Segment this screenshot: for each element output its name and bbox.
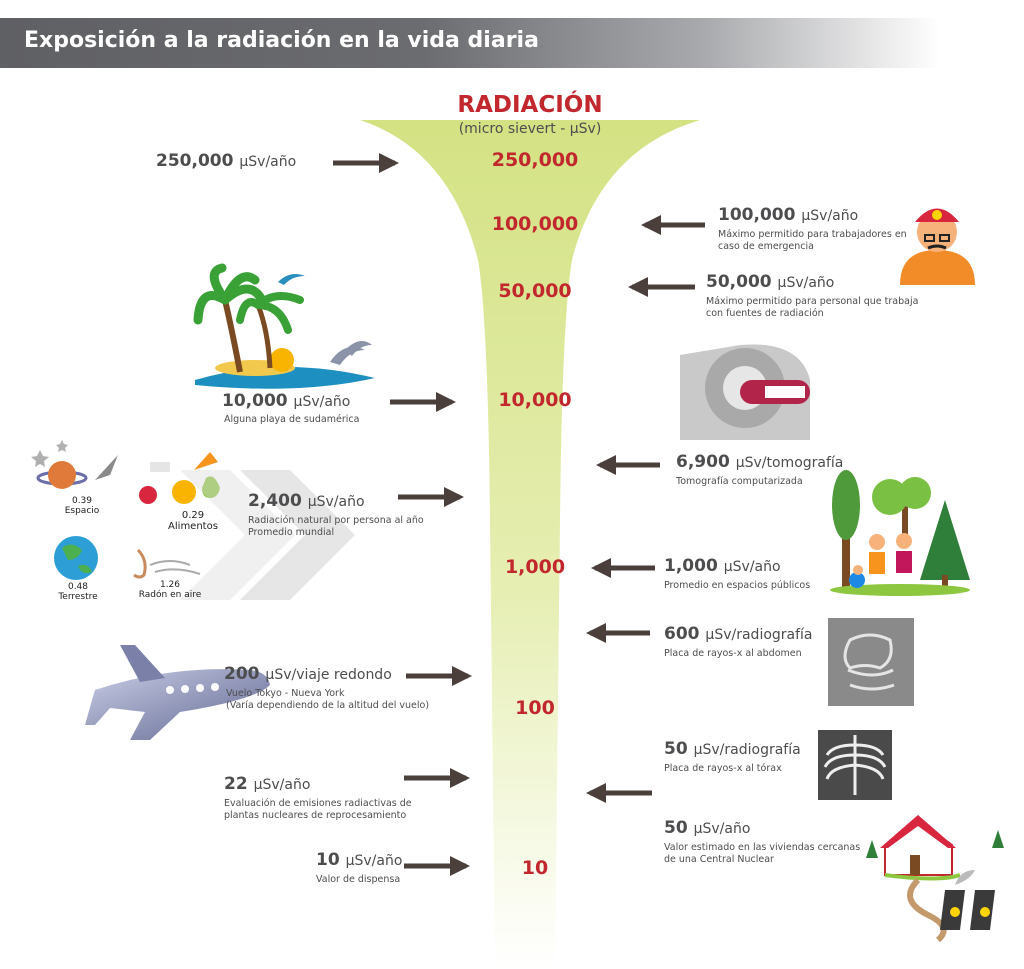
item-50-xray-desc: Placa de rayos-x al tórax [664, 763, 782, 774]
scale-heading: RADIACIÓN [457, 92, 603, 118]
item-6900-desc: Tomografía computarizada [676, 476, 803, 487]
item-50000-desc: Máximo permitido para personal que traba… [706, 296, 919, 319]
item-50-nuclear: 50 μSv/año [664, 818, 751, 838]
item-250000: 250,000 μSv/año [156, 151, 297, 171]
scale-level: 100 [515, 697, 555, 719]
scale-level: 100,000 [491, 213, 579, 235]
item-10: 10 μSv/año [316, 850, 403, 870]
item-50000: 50,000 μSv/año [706, 272, 835, 292]
scale-level: 50,000 [498, 280, 572, 302]
scale-level: 10,000 [498, 389, 572, 411]
item-22: 22 μSv/año [224, 774, 311, 794]
nuclear-plant-house-icon [866, 815, 1004, 943]
funnel [360, 120, 700, 969]
natural-radiation-icons [31, 440, 220, 580]
page-title: Exposición a la radiación en la vida dia… [24, 28, 539, 53]
item-10-desc: Valor de dispensa [316, 874, 401, 885]
item-50-xray: 50 μSv/radiografía [664, 739, 801, 759]
park-family-icon [830, 470, 970, 596]
scale-level: 1,000 [504, 556, 566, 578]
item-200: 200 μSv/viaje redondo [224, 664, 392, 684]
item-10000-desc: Alguna playa de sudamérica [224, 414, 360, 425]
arrows [333, 153, 705, 876]
item-10000: 10,000 μSv/año [222, 391, 351, 411]
airplane-icon [85, 645, 270, 740]
chest-xray-icon [818, 730, 892, 800]
item-6900: 6,900 μSv/tomografía [676, 452, 844, 472]
beach-icon [193, 263, 375, 389]
item-50-nuclear-desc: Valor estimado en las viviendas cercanas… [664, 842, 861, 865]
item-1000-desc: Promedio en espacios públicos [664, 580, 811, 591]
item-600: 600 μSv/radiografía [664, 624, 813, 644]
scale-subheading: (micro sievert - μSv) [458, 121, 602, 137]
item-2400: 2,400 μSv/año [248, 491, 365, 511]
ct-scanner-icon [680, 344, 810, 440]
header-bar [0, 18, 940, 68]
item-100000: 100,000 μSv/año [718, 205, 859, 225]
worker-icon [900, 208, 975, 285]
scale-level: 10 [521, 857, 549, 879]
scale-level: 250,000 [491, 149, 579, 171]
abdomen-xray-icon [828, 618, 914, 706]
item-200-desc: Vuelo Tokyo - Nueva York(Varía dependien… [226, 688, 430, 711]
item-600-desc: Placa de rayos-x al abdomen [664, 648, 802, 659]
chevron-decoration [180, 470, 355, 600]
item-1000: 1,000 μSv/año [664, 556, 781, 576]
